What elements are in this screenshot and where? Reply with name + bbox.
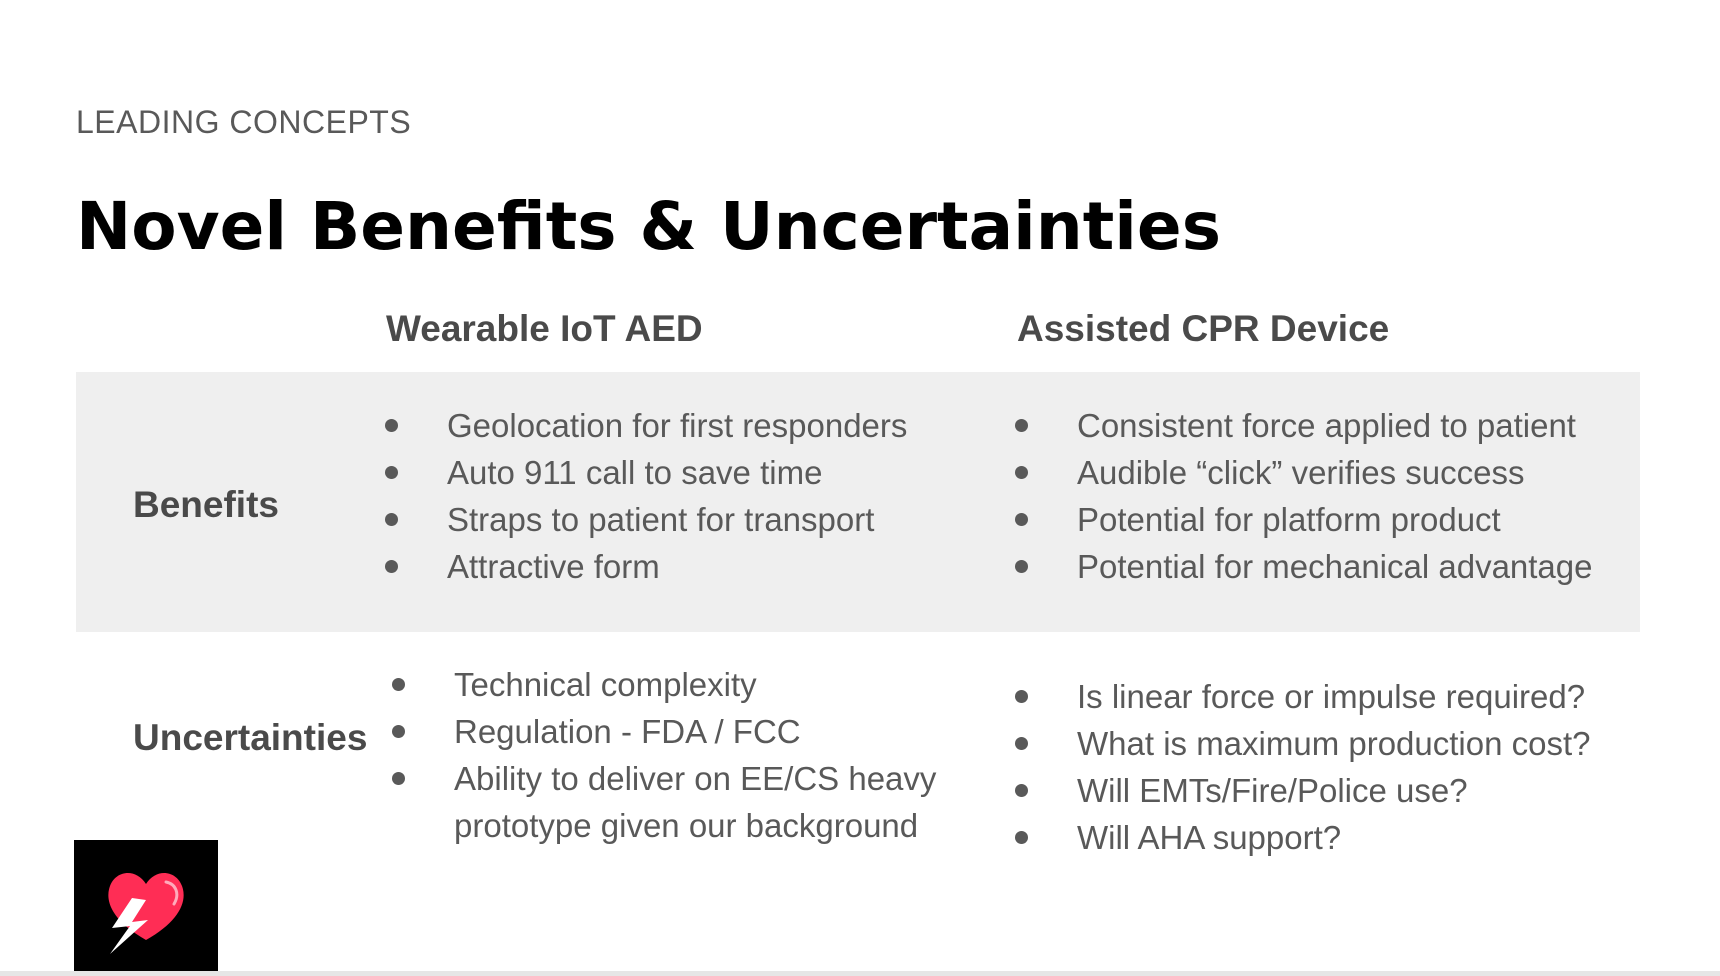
bullet-icon	[1015, 831, 1028, 844]
benefits-aed-list: Geolocation for first responders Auto 91…	[385, 402, 907, 590]
list-item: Consistent force applied to patient	[1015, 402, 1593, 449]
bullet-icon	[385, 513, 398, 526]
list-item: Technical complexity	[392, 661, 936, 708]
list-item: What is maximum production cost?	[1015, 720, 1591, 767]
uncertainties-aed-list: Technical complexity Regulation - FDA / …	[392, 661, 936, 849]
benefits-cpr-list: Consistent force applied to patient Audi…	[1015, 402, 1593, 590]
benefits-row-background	[76, 372, 1640, 632]
bullet-icon	[1015, 690, 1028, 703]
row-label-benefits: Benefits	[133, 484, 279, 525]
uncertainties-cpr-list: Is linear force or impulse required? Wha…	[1015, 673, 1591, 861]
bullet-icon	[385, 560, 398, 573]
logo	[74, 840, 218, 974]
list-item-continuation: prototype given our background	[454, 807, 919, 844]
list-item: Is linear force or impulse required?	[1015, 673, 1591, 720]
bullet-icon	[1015, 737, 1028, 750]
list-item: Potential for mechanical advantage	[1015, 543, 1593, 590]
logo-bolt	[110, 898, 148, 954]
bullet-icon	[385, 419, 398, 432]
bullet-icon	[392, 725, 405, 738]
section-eyebrow: LEADING CONCEPTS	[76, 104, 412, 140]
list-item: Will AHA support?	[1015, 814, 1591, 861]
bullet-icon	[392, 678, 405, 691]
list-item: Regulation - FDA / FCC	[392, 708, 936, 755]
bottom-divider	[0, 971, 1720, 976]
slide-title: Novel Benefits & Uncertainties	[76, 188, 1221, 265]
heart-lightning-icon	[108, 872, 184, 954]
bullet-icon	[1015, 784, 1028, 797]
bullet-icon	[1015, 466, 1028, 479]
bullet-icon	[385, 466, 398, 479]
list-item: Will EMTs/Fire/Police use?	[1015, 767, 1591, 814]
list-item: Potential for platform product	[1015, 496, 1593, 543]
column-header-aed: Wearable IoT AED	[386, 308, 703, 349]
bullet-icon	[392, 772, 405, 785]
bullet-icon	[1015, 419, 1028, 432]
list-item: Audible “click” verifies success	[1015, 449, 1593, 496]
list-item: Ability to deliver on EE/CS heavy	[392, 755, 936, 802]
bullet-icon	[1015, 560, 1028, 573]
list-item: Auto 911 call to save time	[385, 449, 907, 496]
list-item: Attractive form	[385, 543, 907, 590]
list-item: Geolocation for first responders	[385, 402, 907, 449]
bullet-icon	[1015, 513, 1028, 526]
column-header-cpr: Assisted CPR Device	[1017, 308, 1390, 349]
list-item: Straps to patient for transport	[385, 496, 907, 543]
row-label-uncertainties: Uncertainties	[133, 717, 368, 758]
